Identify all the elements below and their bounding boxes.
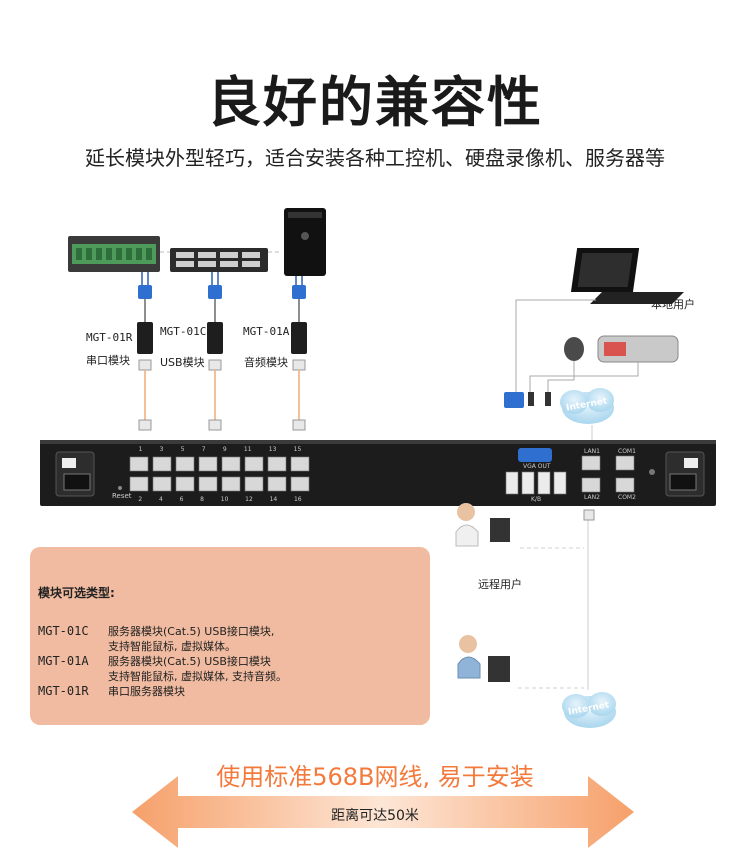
module-leads	[144, 299, 300, 322]
mouse-icon	[564, 337, 584, 361]
port-number: 14	[269, 496, 278, 503]
lan1-label: LAN1	[584, 448, 600, 455]
internet-cloud-icon-lower	[562, 692, 616, 728]
module-model-r: MGT-01R	[86, 331, 133, 344]
port-number: 11	[243, 446, 252, 453]
kvm-switch	[40, 440, 716, 506]
port-number: 5	[180, 446, 185, 453]
module-model-c: MGT-01C	[160, 325, 207, 338]
module-options-heading: 模块可选类型:	[38, 586, 115, 600]
kb-label: K/B	[531, 496, 542, 503]
local-cables	[515, 299, 639, 392]
port-number: 12	[245, 496, 253, 503]
port-number: 16	[293, 496, 302, 503]
port-number: 4	[158, 496, 163, 503]
module-options-panel	[30, 547, 430, 725]
com1-label: COM1	[618, 448, 636, 455]
option-desc: 服务器模块(Cat.5) USB接口模块	[108, 655, 271, 668]
option-line: 支持智能鼠标, 虚拟媒体, 支持音频。	[38, 669, 287, 684]
distance-arrow	[132, 776, 634, 848]
com2-label: COM2	[618, 494, 636, 501]
option-line: MGT-01A 服务器模块(Cat.5) USB接口模块	[38, 654, 287, 669]
vga-plugs	[138, 285, 306, 299]
port-number: 3	[159, 446, 164, 453]
option-line: MGT-01C 服务器模块(Cat.5) USB接口模块,	[38, 624, 287, 639]
local-plugs	[504, 392, 551, 408]
port-number: 8	[200, 496, 204, 503]
port-number: 9	[222, 446, 227, 453]
option-line: 支持智能鼠标, 虚拟媒体。	[38, 639, 287, 654]
reset-label: Reset	[112, 492, 132, 500]
usb-dongle-icon	[597, 335, 679, 363]
rj45-plugs-switch	[138, 419, 306, 431]
port-numbers-bottom: 2 4 6 8 10 12 14 16	[130, 496, 310, 503]
option-line: MGT-01R 串口服务器模块	[38, 684, 287, 699]
cat5-cables	[144, 370, 300, 420]
module-options-list: MGT-01C 服务器模块(Cat.5) USB接口模块, 支持智能鼠标, 虚拟媒…	[38, 624, 287, 699]
option-desc: 支持智能鼠标, 虚拟媒体。	[108, 640, 236, 653]
option-code: MGT-01C	[38, 624, 89, 638]
port-number: 7	[201, 446, 206, 453]
module-name-c: USB模块	[160, 356, 205, 369]
page-subtitle: 延长模块外型轻巧，适合安装各种工控机、硬盘录像机、服务器等	[85, 146, 665, 170]
slogan: 使用标准568B网线, 易于安装	[216, 763, 534, 791]
port-numbers-top: 1 3 5 7 9 11 13 15	[130, 446, 310, 453]
module-name-r: 串口模块	[86, 354, 130, 367]
remote-links	[518, 547, 584, 689]
tower-pc-icon	[284, 208, 326, 276]
port-number: 6	[179, 496, 184, 503]
internet-cloud-icon	[560, 388, 614, 424]
lan-plug	[583, 509, 595, 521]
port-number: 10	[220, 496, 229, 503]
option-desc: 服务器模块(Cat.5) USB接口模块,	[108, 625, 275, 638]
vga-out-label: VGA OUT	[523, 463, 551, 470]
module-name-a: 音频模块	[244, 356, 288, 369]
port-number: 13	[268, 446, 277, 453]
option-code: MGT-01R	[38, 684, 89, 698]
lan2-label: LAN2	[584, 494, 600, 501]
remote-user-label: 远程用户	[478, 578, 522, 591]
port-number: 2	[138, 496, 143, 503]
module-model-a: MGT-01A	[243, 325, 290, 338]
port-number: 15	[293, 446, 302, 453]
serial-server-icon	[68, 236, 160, 272]
distance-label: 距离可达50米	[331, 808, 419, 824]
port-number: 1	[138, 446, 143, 453]
extender-modules	[137, 322, 307, 354]
option-desc: 串口服务器模块	[108, 685, 185, 698]
local-user-label: 本地用户	[651, 298, 695, 311]
rack-server-icon	[170, 248, 268, 272]
page-title: 良好的兼容性	[207, 71, 543, 134]
option-code: MGT-01A	[38, 654, 89, 668]
lcd-console-icon	[570, 248, 684, 304]
option-desc: 支持智能鼠标, 虚拟媒体, 支持音频。	[108, 670, 287, 683]
